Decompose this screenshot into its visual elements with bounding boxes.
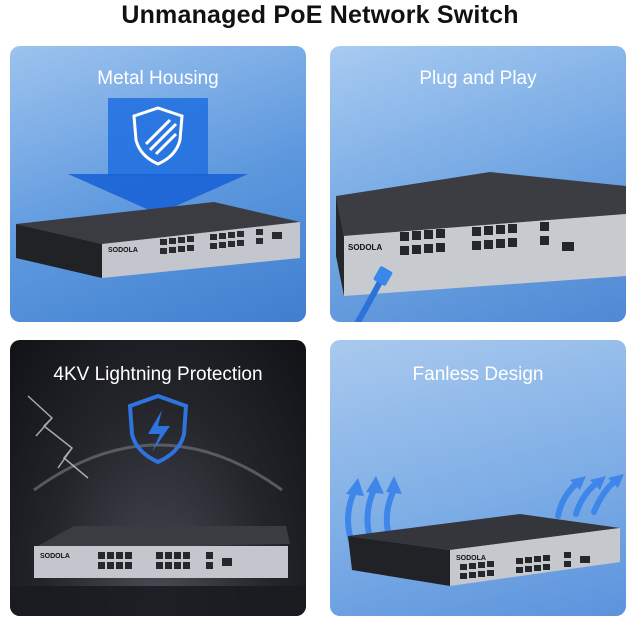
panel-title: Fanless Design: [412, 364, 544, 385]
panel-fanless-design: Fanless Design SODOLA: [330, 340, 626, 616]
switch-brand: SODOLA: [456, 555, 486, 562]
shield-icon: [132, 106, 184, 166]
plug-and-play-illustration: SODOLA: [336, 172, 626, 322]
lightning-shield-icon: [127, 393, 189, 465]
ethernet-cable-icon: [354, 266, 393, 322]
lightning-protection-illustration: SODOLA: [10, 393, 306, 616]
fanless-design-illustration: SODOLA: [345, 474, 624, 586]
lightning-bolt-icon: [27, 395, 89, 479]
panel-title: 4KV Lightning Protection: [53, 364, 263, 385]
down-arrow-icon: [68, 98, 248, 214]
panel-title: Metal Housing: [97, 68, 219, 89]
network-switch: SODOLA: [16, 202, 300, 278]
panel-lightning-protection: 4KV Lightning Protection SODOLA: [10, 340, 306, 616]
switch-brand: SODOLA: [108, 247, 138, 254]
metal-housing-illustration: SODOLA: [16, 98, 300, 278]
network-switch: SODOLA: [348, 514, 620, 586]
page-title: Unmanaged PoE Network Switch: [121, 1, 519, 29]
panel-plug-and-play: Plug and Play SODOLA: [330, 46, 626, 322]
panel-metal-housing: Metal Housing SODOLA: [10, 46, 306, 322]
network-switch: SODOLA: [34, 526, 290, 578]
switch-brand: SODOLA: [348, 243, 382, 252]
network-switch: SODOLA: [336, 172, 626, 296]
panel-title: Plug and Play: [419, 68, 537, 89]
switch-brand: SODOLA: [40, 553, 70, 560]
